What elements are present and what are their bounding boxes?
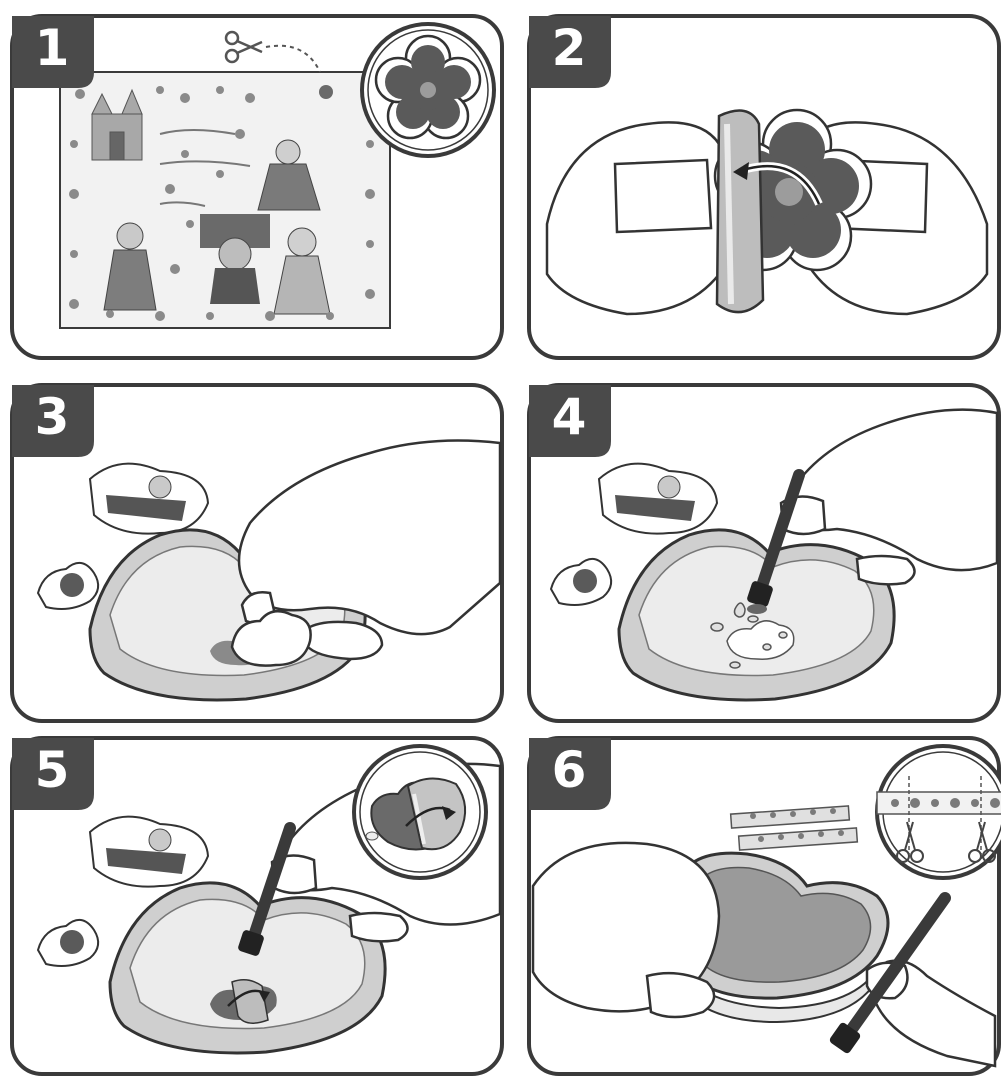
- step-6-number: 6: [539, 738, 599, 802]
- step-1-panel: 1: [10, 14, 504, 360]
- step-3-illustration: [10, 383, 504, 723]
- step-1-number: 1: [22, 16, 82, 80]
- magnifier-arrow-icon: [354, 746, 486, 878]
- step-2-panel: 2: [527, 14, 1001, 360]
- step-5-illustration: [10, 736, 504, 1076]
- heart-box: [619, 530, 894, 700]
- step-3-panel: 3: [10, 383, 504, 723]
- step-2-number: 2: [539, 16, 599, 80]
- step-6-panel: 6: [527, 736, 1001, 1076]
- step-1-illustration: [10, 14, 504, 360]
- step-5-number: 5: [22, 738, 82, 802]
- step-3-number: 3: [22, 385, 82, 449]
- strip-magnifier-icon: [877, 746, 1001, 878]
- step-5-panel: 5: [10, 736, 504, 1076]
- step-4-number: 4: [539, 385, 599, 449]
- flower-magnifier-icon: [362, 24, 494, 156]
- heart-box: [110, 883, 385, 1053]
- step-4-panel: 4: [527, 383, 1001, 723]
- sticker-sheet: [60, 72, 390, 328]
